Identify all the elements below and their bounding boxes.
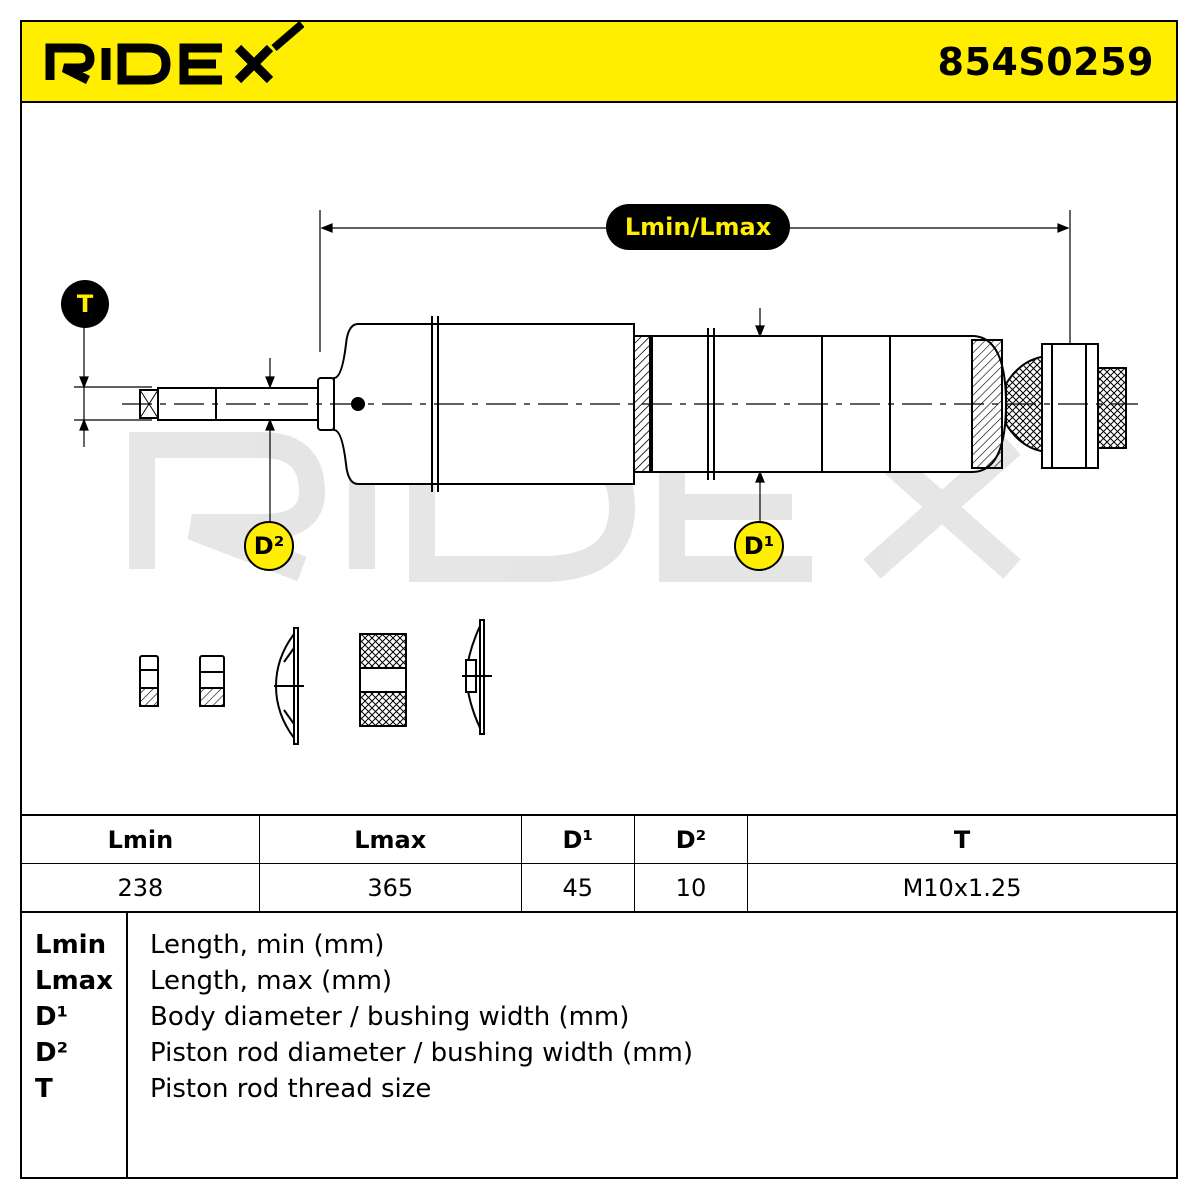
specs-table: Lmin Lmax D¹ D² T 238 365 45 10 M10x1.25 [22, 814, 1176, 913]
specs-header-t: T [747, 814, 1176, 864]
specs-header-lmin: Lmin [22, 814, 260, 864]
body-diameter-label: D¹ [734, 521, 784, 571]
legend: Lmin Length, min (mm) Lmax Length, max (… [22, 912, 1176, 1177]
legend-description: Length, min (mm) [150, 930, 385, 960]
length-dimension [319, 210, 1071, 352]
specs-value-row: 238 365 45 10 M10x1.25 [22, 863, 1176, 913]
dust-cover [333, 316, 635, 492]
accessory-rubber-bushing [359, 633, 407, 727]
accessory-washer-2 [462, 619, 492, 735]
shock-absorber-drawing [74, 210, 1138, 745]
specs-header-row: Lmin Lmax D¹ D² T [22, 814, 1176, 864]
legend-divider [126, 912, 128, 1177]
specs-value-t: M10x1.25 [747, 863, 1176, 913]
legend-row: D¹ Body diameter / bushing width (mm) [22, 1002, 1176, 1038]
thread-dimension [74, 326, 152, 447]
part-number: 854S0259 [937, 40, 1154, 84]
legend-key: D² [35, 1038, 68, 1068]
legend-key: T [35, 1074, 53, 1104]
legend-row: Lmin Length, min (mm) [22, 930, 1176, 966]
length-label: Lmin/Lmax [606, 204, 790, 250]
product-sheet: 854S0259 [20, 20, 1178, 1179]
specs-header-d2: D² [633, 814, 749, 864]
legend-key: D¹ [35, 1002, 68, 1032]
eye-mount [1005, 343, 1127, 469]
specs-header-d1: D¹ [520, 814, 635, 864]
accessory-washer-1 [274, 627, 304, 745]
specs-value-lmax: 365 [258, 863, 522, 913]
legend-row: T Piston rod thread size [22, 1074, 1176, 1110]
specs-header-lmax: Lmax [258, 814, 522, 864]
specs-value-d2: 10 [633, 863, 749, 913]
legend-description: Body diameter / bushing width (mm) [150, 1002, 630, 1032]
accessory-nut-2 [199, 655, 225, 707]
legend-description: Length, max (mm) [150, 966, 393, 996]
legend-row: D² Piston rod diameter / bushing width (… [22, 1038, 1176, 1074]
legend-description: Piston rod thread size [150, 1074, 432, 1104]
specs-value-lmin: 238 [22, 863, 260, 913]
rod-diameter-label: D² [244, 521, 294, 571]
rod-diameter-dimension [265, 358, 275, 523]
legend-row: Lmax Length, max (mm) [22, 966, 1176, 1002]
thread-label: T [61, 280, 109, 328]
legend-description: Piston rod diameter / bushing width (mm) [150, 1038, 694, 1068]
legend-key: Lmax [35, 966, 113, 996]
legend-key: Lmin [35, 930, 107, 960]
accessory-nut-1 [139, 655, 159, 707]
ridex-logo [45, 22, 304, 85]
header-bar: 854S0259 [22, 22, 1176, 103]
specs-value-d1: 45 [520, 863, 635, 913]
